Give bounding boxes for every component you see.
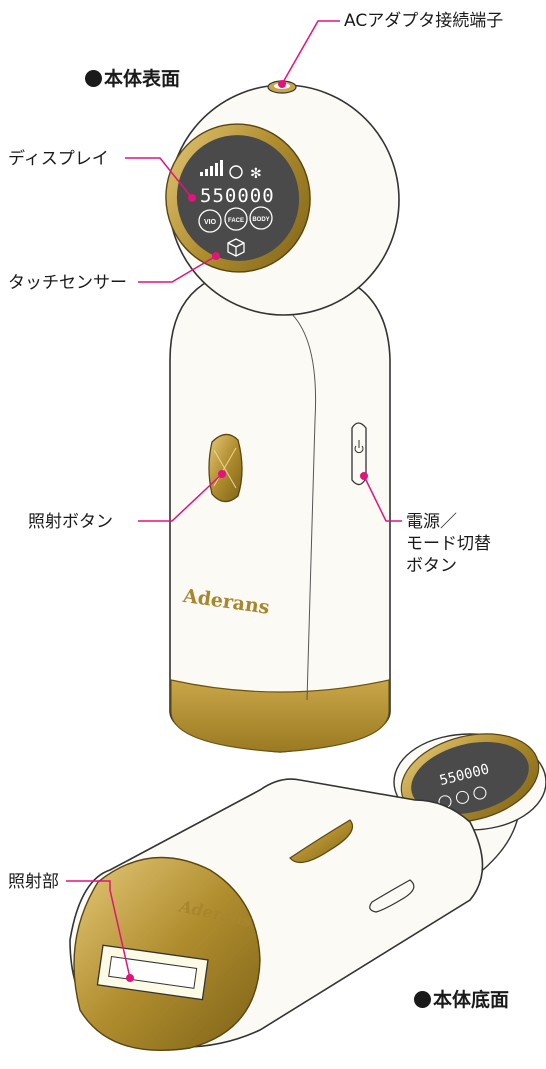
bullet-icon [414, 991, 431, 1008]
signal-bars-icon [200, 160, 223, 176]
bottom-power-button[interactable] [369, 879, 415, 913]
leader-dots [126, 80, 368, 982]
gold-bottom-band [170, 679, 390, 753]
display-counter: 550000 [200, 185, 275, 207]
fire-button-shape[interactable] [208, 433, 243, 503]
svg-text:BODY: BODY [252, 217, 269, 223]
refresh-icon [229, 165, 243, 179]
label-power-line-1: 電源／ [406, 512, 457, 532]
label-power-line-3: ボタン [406, 556, 457, 576]
section-title-bottom: 本体底面 [414, 985, 509, 1012]
mode-button-body[interactable]: BODY [249, 206, 273, 230]
section-title-front: 本体表面 [85, 64, 180, 91]
label-display: ディスプレイ [8, 149, 109, 169]
label-power-line-2: モード切替 [406, 534, 491, 554]
snowflake-icon: ✻ [250, 166, 262, 182]
label-ac-port: ACアダプタ接続端子 [344, 11, 504, 31]
display-screen [176, 135, 300, 261]
device-bottom: 550000 Aderans [69, 733, 546, 1051]
mode-button-vio[interactable]: VIO [198, 209, 222, 233]
cube-icon[interactable] [227, 238, 245, 257]
mode-button-face[interactable]: FACE [224, 207, 248, 231]
label-power-mode-button: 電源／ モード切替 ボタン [406, 511, 491, 577]
section-bottom-text: 本体底面 [433, 989, 510, 1011]
label-fire-button: 照射ボタン [28, 512, 113, 532]
svg-text:VIO: VIO [204, 219, 217, 226]
display-assembly [165, 123, 311, 273]
bullet-icon [85, 70, 102, 87]
label-touch-sensor: タッチセンサー [8, 273, 127, 293]
section-front-text: 本体表面 [104, 68, 181, 90]
leader-lines [66, 20, 402, 979]
label-emitter: 照射部 [8, 872, 59, 892]
handle-body [169, 267, 391, 753]
bottom-fire-button[interactable] [289, 819, 354, 864]
device-front: ✻ 550000 VIO FACE BODY [165, 80, 400, 753]
svg-text:FACE: FACE [228, 218, 244, 224]
power-icon [354, 440, 364, 454]
